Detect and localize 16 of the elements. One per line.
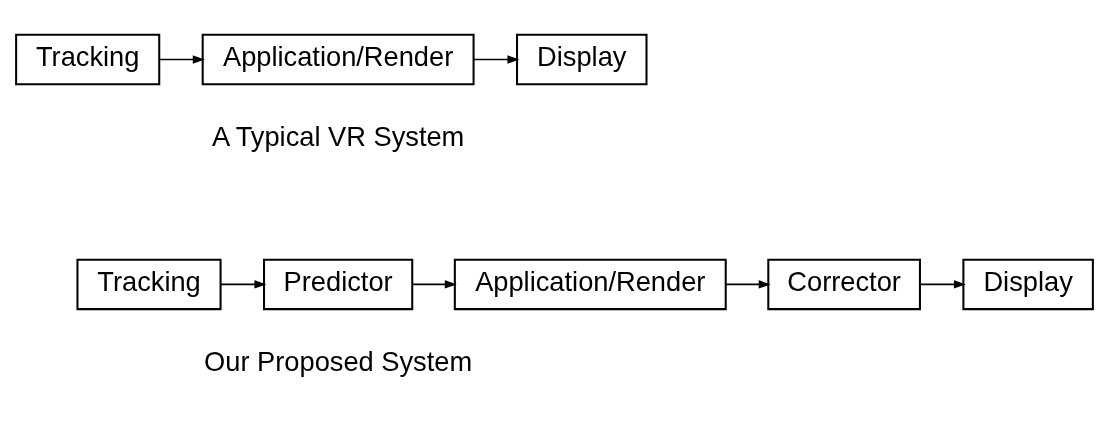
node-box: Tracking — [15, 33, 161, 86]
arrow — [919, 280, 966, 289]
node-box: Predictor — [263, 258, 414, 311]
arrow — [472, 55, 520, 64]
arrow — [219, 280, 267, 289]
node-box: Display — [516, 33, 648, 86]
arrow — [411, 280, 457, 289]
node-box: Corrector — [767, 258, 921, 311]
arrow — [158, 55, 205, 64]
label: A Typical VR System — [211, 121, 465, 153]
node-box: Tracking — [76, 258, 222, 311]
node-box: Display — [962, 258, 1094, 311]
node-box: Application/Render — [453, 258, 727, 311]
node-box: Application/Render — [201, 33, 475, 86]
label: Our Proposed System — [204, 345, 473, 377]
arrow — [725, 280, 771, 289]
